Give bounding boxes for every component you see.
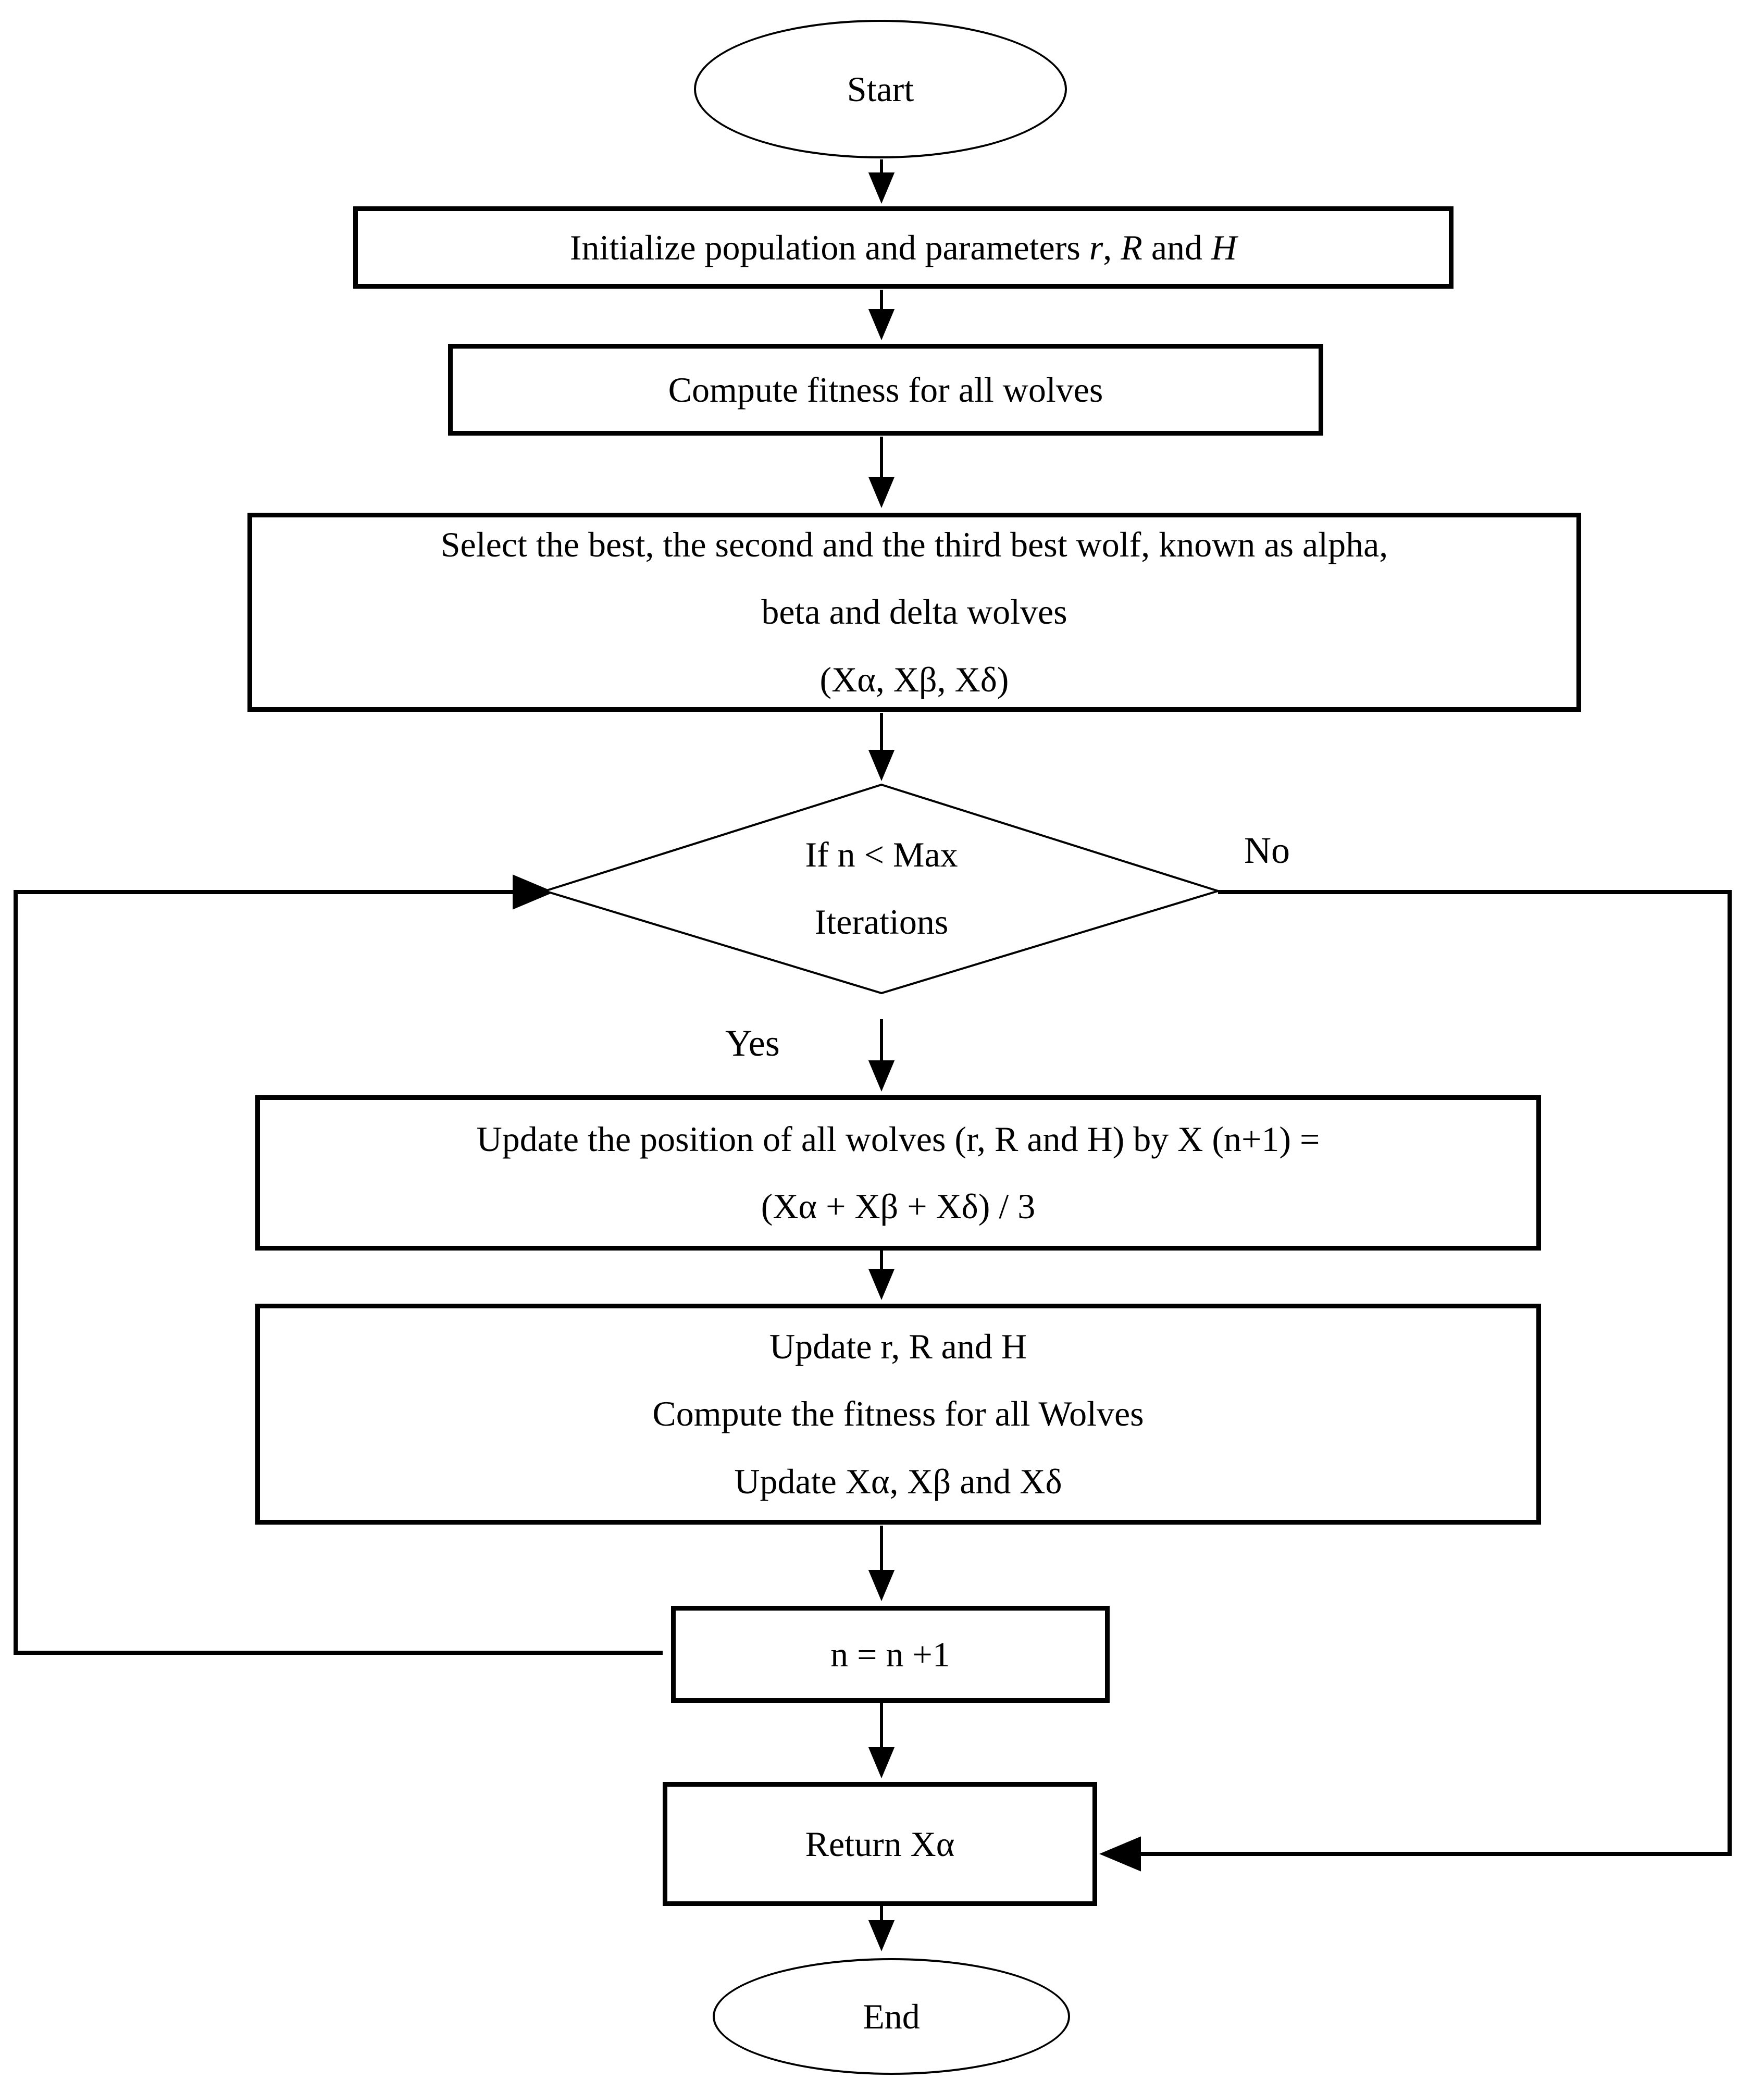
node-end: End xyxy=(713,1958,1070,2075)
node-start: Start xyxy=(694,20,1067,158)
update-params-line3: Update Xα, Xβ and Xδ xyxy=(734,1461,1062,1501)
node-select-best: Select the best, the second and the thir… xyxy=(247,513,1581,712)
initialize-comma: , xyxy=(1103,227,1121,267)
compute-fitness-label: Compute fitness for all wolves xyxy=(668,369,1103,410)
param-R: R xyxy=(1121,227,1142,267)
select-best-line1: Select the best, the second and the thir… xyxy=(440,525,1388,565)
node-decision: If n < Max Iterations xyxy=(621,808,1142,969)
edge-label-yes: Yes xyxy=(725,1022,780,1064)
node-update-params: Update r, R and H Compute the fitness fo… xyxy=(255,1304,1541,1525)
edge-label-no: No xyxy=(1244,830,1290,871)
end-label: End xyxy=(863,1996,920,2036)
decision-diamond-shape xyxy=(541,783,1222,995)
node-increment: n = n +1 xyxy=(671,1606,1110,1703)
select-best-line2: beta and delta wolves xyxy=(761,592,1067,632)
increment-label: n = n +1 xyxy=(830,1634,950,1674)
update-position-line2: (Xα + Xβ + Xδ) / 3 xyxy=(761,1186,1036,1226)
node-return-alpha: Return Xα xyxy=(663,1782,1097,1906)
node-initialize: Initialize population and parameters r, … xyxy=(353,206,1454,289)
param-r: r xyxy=(1089,227,1103,267)
return-alpha-label: Return Xα xyxy=(805,1824,955,1864)
edge-no-path xyxy=(1099,890,1732,1872)
initialize-label: Initialize population and parameters r, … xyxy=(570,219,1237,276)
node-update-position: Update the position of all wolves (r, R … xyxy=(255,1095,1541,1251)
update-params-line2: Compute the fitness for all Wolves xyxy=(652,1394,1144,1434)
initialize-and: and xyxy=(1142,227,1212,267)
update-position-line1: Update the position of all wolves (r, R … xyxy=(476,1119,1320,1159)
start-label: Start xyxy=(847,69,914,109)
update-params-line1: Update r, R and H xyxy=(769,1327,1027,1367)
edge-loop-back-path xyxy=(14,874,663,1655)
node-compute-fitness: Compute fitness for all wolves xyxy=(448,344,1323,436)
decision-line1: If n < Max xyxy=(805,834,958,874)
initialize-text: Initialize population and parameters xyxy=(569,227,1089,267)
select-best-line3: (Xα, Xβ, Xδ) xyxy=(819,659,1009,699)
param-H: H xyxy=(1211,227,1237,267)
decision-line2: Iterations xyxy=(814,902,949,942)
